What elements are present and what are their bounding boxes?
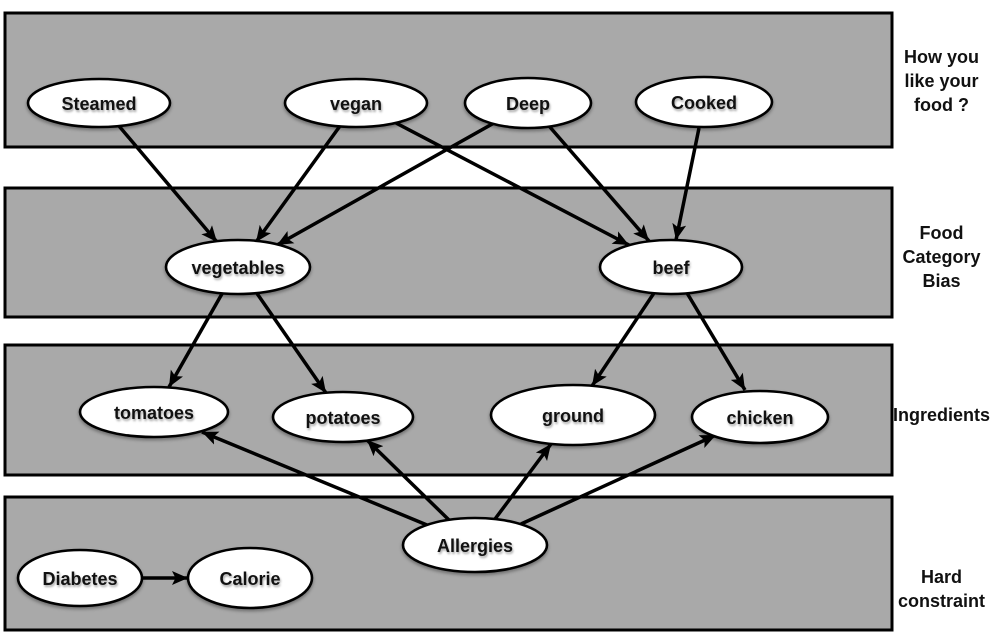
edge-vegetables-potatoes <box>254 291 328 394</box>
node-allergies-ellipse <box>401 516 549 574</box>
edge-allergies-ground <box>493 442 553 521</box>
edge-vegetables-tomatoes <box>167 291 225 388</box>
edge-allergies-tomatoes <box>201 430 428 527</box>
node-vegan-label: vegan <box>330 94 382 114</box>
node-ground-label: ground <box>542 406 604 426</box>
edge-deep-beef <box>547 124 651 243</box>
node-tomatoes-label: tomatoes <box>114 403 194 423</box>
node-diabetes-label: Diabetes <box>42 569 117 589</box>
node-cooked-ellipse <box>634 75 774 129</box>
edge-beef-ground <box>590 292 656 387</box>
node-deep-label: Deep <box>506 94 550 114</box>
diagram-nodes: Steamed vegan Deep Cooked vegetables bee… <box>16 75 830 610</box>
node-chicken-ellipse <box>690 389 830 445</box>
node-chicken-label: chicken <box>726 408 793 428</box>
edge-vegan-beef <box>395 121 630 247</box>
node-allergies-label: Allergies <box>437 536 513 556</box>
band-label-hard: Hard constraint <box>897 567 985 611</box>
edge-allergies-potatoes <box>365 438 451 522</box>
node-diabetes-ellipse <box>16 548 144 608</box>
node-calorie-ellipse <box>186 546 314 610</box>
node-tomatoes-ellipse <box>78 385 230 439</box>
node-beef-ellipse <box>598 238 744 296</box>
band-label-category: Food Category Bias <box>902 223 981 291</box>
node-beef-label: beef <box>652 258 690 278</box>
node-vegetables-ellipse <box>164 238 312 296</box>
band-region-category <box>3 186 894 319</box>
edge-vegan-vegetables <box>254 124 342 244</box>
node-cooked-label: Cooked <box>671 93 737 113</box>
node-steamed-label: Steamed <box>61 94 136 114</box>
diagram-edges <box>117 121 747 585</box>
band-label-preference: How you like your food ? <box>904 47 979 115</box>
node-ground-ellipse <box>489 383 657 447</box>
node-vegetables-label: vegetables <box>191 258 284 278</box>
node-calorie-label: Calorie <box>219 569 280 589</box>
node-deep-ellipse <box>463 76 593 130</box>
edge-allergies-chicken <box>520 433 717 526</box>
band-label-ingredients: Ingredients <box>892 405 990 425</box>
node-vegan-ellipse <box>283 77 429 129</box>
node-steamed-ellipse <box>26 77 172 129</box>
edge-cooked-beef <box>672 127 701 241</box>
node-potatoes-label: potatoes <box>305 408 380 428</box>
edge-beef-chicken <box>685 292 747 391</box>
band-region-preference <box>3 11 894 149</box>
edge-deep-vegetables <box>276 121 495 247</box>
edge-steamed-vegetables <box>117 124 219 244</box>
node-potatoes-ellipse <box>271 390 415 444</box>
